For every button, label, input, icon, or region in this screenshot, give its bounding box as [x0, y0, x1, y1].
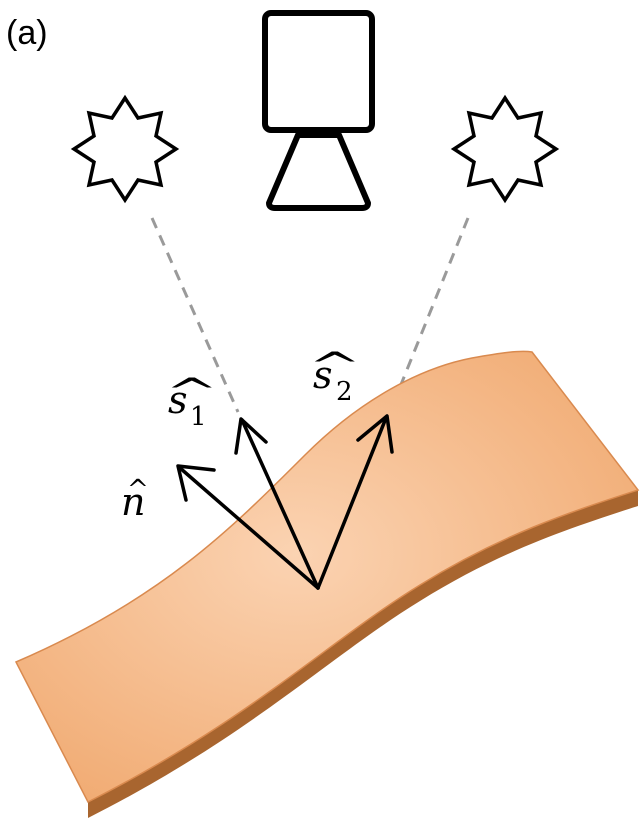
- label-source1-letter: s: [168, 378, 188, 422]
- source2-vector: [316, 416, 388, 590]
- ray-to-light-right: [396, 217, 470, 393]
- light-source-left-icon: [70, 94, 180, 204]
- label-normal-letter: n: [121, 480, 145, 524]
- source1-vector: [240, 418, 320, 590]
- curved-surface: [14, 350, 640, 818]
- label-source2-letter: s: [313, 353, 333, 397]
- label-source2-subscript: 2: [336, 377, 353, 407]
- label-source2: s 2 ^: [308, 345, 362, 407]
- vectors: [176, 414, 394, 590]
- source2-vector-arrowhead: [356, 414, 394, 454]
- camera-lens: [266, 132, 371, 211]
- camera-icon: [262, 10, 375, 211]
- ray-to-light-left: [150, 217, 240, 413]
- surface-thickness: [88, 490, 638, 818]
- label-normal-hat: ^: [127, 475, 149, 505]
- normal-vector: [178, 466, 320, 590]
- normal-vector-arrowhead: [176, 464, 216, 502]
- star-right-shape: [450, 94, 560, 204]
- label-source2-hat: ^: [308, 345, 362, 387]
- camera-body: [262, 10, 375, 133]
- label-source1-subscript: 1: [190, 402, 207, 432]
- label-source1: s 1 ^: [165, 371, 219, 432]
- label-source1-hat: ^: [165, 371, 219, 413]
- panel-label: (a): [6, 14, 48, 52]
- source1-vector-arrowhead: [234, 417, 268, 455]
- star-left-shape: [70, 94, 180, 204]
- label-normal: n ^: [121, 475, 149, 524]
- light-source-right-icon: [450, 94, 560, 204]
- surface-top: [14, 350, 640, 804]
